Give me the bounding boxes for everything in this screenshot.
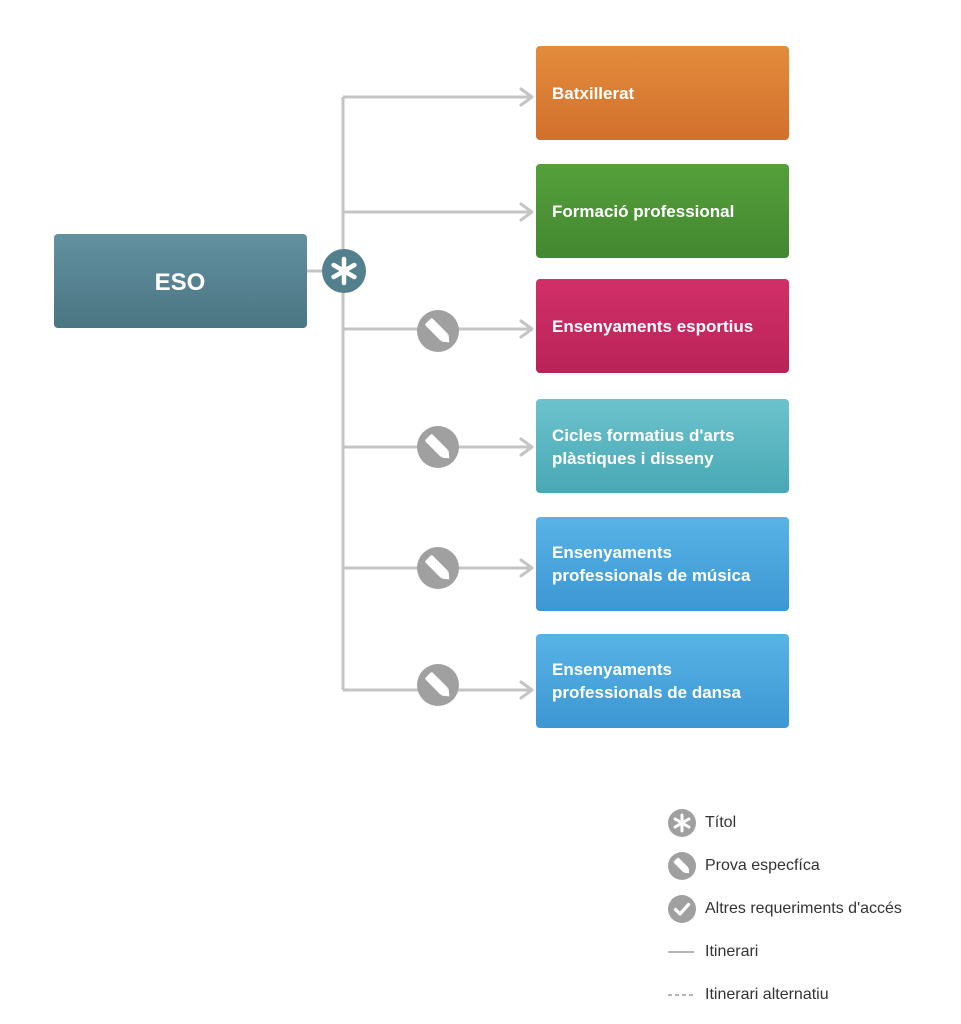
legend-label: Itinerari alternatiu — [705, 986, 829, 1003]
legend-item-titol: Títol — [667, 808, 957, 838]
titol-badge-icon — [322, 249, 366, 293]
legend-item-altres: Altres requeriments d'accés — [667, 894, 957, 924]
node-label-line-1: Cicles formatius d'arts — [552, 426, 735, 445]
node-eso-label: ESO — [155, 269, 206, 296]
node-eso[interactable]: ESO — [54, 234, 307, 328]
node-label: Formació professional — [552, 202, 734, 221]
node-musica[interactable]: Ensenyaments professionals de música — [536, 517, 789, 611]
legend-label: Altres requeriments d'accés — [705, 900, 902, 917]
dashed-line-icon — [668, 994, 694, 996]
branch-batxillerat — [343, 87, 534, 107]
checkmark-icon — [668, 895, 696, 923]
node-label-line-2: professionals de música — [552, 566, 751, 585]
node-label-line-2: professionals de dansa — [552, 683, 741, 702]
node-label-line-1: Ensenyaments — [552, 543, 672, 562]
node-label-line-1: Ensenyaments — [552, 660, 672, 679]
solid-line-icon — [668, 951, 694, 953]
branch-formacio-professional — [343, 202, 534, 222]
node-label: Batxillerat — [552, 84, 635, 103]
arrow-icon — [519, 319, 534, 339]
legend-item-itinerari: Itinerari — [667, 937, 957, 967]
asterisk-icon — [668, 809, 696, 837]
arrow-icon — [519, 680, 534, 700]
legend-item-prova: Prova especfíca — [667, 851, 957, 881]
arrow-icon — [519, 558, 534, 578]
legend-label: Títol — [705, 814, 737, 831]
node-label-line-2: plàstiques i disseny — [552, 449, 714, 468]
prova-especifica-icon — [417, 310, 459, 352]
arrow-icon — [519, 87, 534, 107]
prova-especifica-icon — [417, 547, 459, 589]
pencil-icon — [668, 852, 696, 880]
legend-label: Prova especfíca — [705, 857, 820, 874]
node-label: Ensenyaments esportius — [552, 317, 753, 336]
prova-especifica-icon — [417, 426, 459, 468]
arrow-icon — [519, 437, 534, 457]
node-cicles-arts[interactable]: Cicles formatius d'arts plàstiques i dis… — [536, 399, 789, 493]
node-ensenyaments-esportius[interactable]: Ensenyaments esportius — [536, 279, 789, 373]
prova-especifica-icon — [417, 664, 459, 706]
node-batxillerat[interactable]: Batxillerat — [536, 46, 789, 140]
arrow-icon — [519, 202, 534, 222]
legend-label: Itinerari — [705, 943, 759, 960]
node-formacio-professional[interactable]: Formació professional — [536, 164, 789, 258]
legend-item-alternatiu: Itinerari alternatiu — [667, 980, 957, 1010]
node-dansa[interactable]: Ensenyaments professionals de dansa — [536, 634, 789, 728]
